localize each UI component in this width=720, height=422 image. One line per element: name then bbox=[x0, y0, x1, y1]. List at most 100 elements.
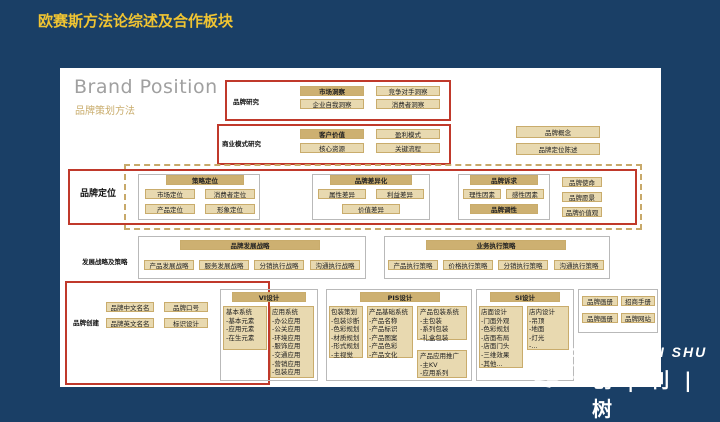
creation-slogan: 品牌口号 bbox=[164, 302, 208, 312]
vision: 品牌愿景 bbox=[562, 192, 602, 202]
si-col1-line: -门面外观 bbox=[481, 316, 510, 325]
si-col2-line: -... bbox=[529, 342, 538, 351]
si-col1-line: -其他... bbox=[481, 359, 503, 368]
brand-strategy-group bbox=[138, 236, 366, 279]
pis-col2-line: -产品文化 bbox=[369, 350, 398, 359]
differentiation-header: 品牌差异化 bbox=[330, 175, 412, 185]
diff-benefit: 利益差异 bbox=[376, 189, 424, 199]
dev-distribution: 分销执行战略 bbox=[254, 260, 304, 270]
logo-mark-icon bbox=[534, 360, 582, 388]
si-col1-line: -店面门头 bbox=[481, 342, 510, 351]
concept-item-1: 品牌概念 bbox=[516, 126, 600, 138]
vi-header: VI设计 bbox=[232, 292, 306, 302]
research-competitor: 竞争对手洞察 bbox=[376, 86, 440, 96]
research-self: 企业自我洞察 bbox=[300, 99, 364, 109]
exec-product: 产品执行策略 bbox=[388, 260, 438, 270]
pis-col2-line: -产品图案 bbox=[369, 333, 398, 342]
vi-col1-list: 基本系统 -基本元素 -应用元素 -在生元素 bbox=[226, 308, 254, 342]
extra-brochure-2: 品牌画册 bbox=[582, 313, 618, 323]
vi-col2-line: -交通应用 bbox=[272, 350, 301, 359]
pis-header: PIS设计 bbox=[360, 292, 440, 302]
pis-col1-line: -材质规划 bbox=[331, 333, 360, 342]
development-label: 发展战略及策略 bbox=[82, 258, 128, 266]
pis-col2-list: 产品基础系统 -产品名称 -产品标识 -产品图案 -产品色彩 -产品文化 bbox=[369, 308, 408, 360]
appeal-header: 品牌诉求 bbox=[470, 175, 538, 185]
bm-profit-model: 盈利模式 bbox=[376, 129, 440, 139]
positioning-label: 品牌定位 bbox=[80, 189, 117, 199]
pis-col1-line: 包装策划 bbox=[331, 308, 357, 316]
pis-col3-line: -礼盒包装 bbox=[420, 333, 449, 342]
vi-col2-line: -营销应用 bbox=[272, 359, 301, 368]
differentiation-group bbox=[312, 174, 430, 220]
si-col1-line: 店面设计 bbox=[481, 308, 507, 316]
pis-col4-list: 产品应用推广 -主KV -应用系列 bbox=[420, 352, 459, 378]
si-col1-line: -三维效果 bbox=[481, 350, 510, 359]
si-col1 bbox=[479, 306, 523, 368]
positioning-box bbox=[68, 169, 637, 225]
pis-col1-line: -色彩规划 bbox=[331, 325, 360, 334]
si-col1-line: -店面布局 bbox=[481, 333, 510, 342]
concept-item-2: 品牌定位陈述 bbox=[516, 143, 600, 155]
si-col2 bbox=[527, 306, 569, 350]
positioning-dashed-box bbox=[124, 164, 642, 230]
dev-product: 产品发展战略 bbox=[144, 260, 194, 270]
creation-en-name: 品牌英文名名 bbox=[106, 318, 154, 328]
research-market: 市场洞察 bbox=[300, 86, 364, 96]
bm-key-process: 关键流程 bbox=[376, 143, 440, 153]
si-col2-line: -吊顶 bbox=[529, 316, 545, 325]
pis-col2-line: 产品基础系统 bbox=[369, 308, 408, 316]
pis-col3 bbox=[417, 306, 467, 340]
si-col1-list: 店面设计 -门面外观 -色彩规划 -店面布局 -店面门头 -三维效果 -其他..… bbox=[481, 308, 509, 368]
business-model-label: 商业模式研究 bbox=[222, 140, 261, 148]
pis-col2-line: -产品名称 bbox=[369, 316, 398, 325]
pis-col1-line: -形式规划 bbox=[331, 342, 360, 351]
si-col2-list: 店内设计 -吊顶 -地面 -灯光 -... bbox=[529, 308, 555, 351]
vi-col2-line: -服饰应用 bbox=[272, 342, 301, 351]
pis-col2-line: -产品色彩 bbox=[369, 342, 398, 351]
vi-col2-line: 应用系统 bbox=[272, 308, 298, 316]
appeal-emotional: 感性因素 bbox=[506, 189, 544, 199]
research-box bbox=[225, 80, 451, 121]
vi-group bbox=[220, 289, 318, 381]
slide-title: 欧赛斯方法论综述及合作板块 bbox=[38, 12, 234, 30]
pis-col4-line: -主KV bbox=[420, 360, 438, 369]
bm-customer-value: 客户价值 bbox=[300, 129, 364, 139]
business-strategy-group bbox=[384, 236, 610, 279]
extra-brochure: 品牌画册 bbox=[582, 296, 618, 306]
dev-communication: 沟通执行战略 bbox=[310, 260, 360, 270]
pis-group bbox=[326, 289, 472, 381]
pis-col3-line: -系列包装 bbox=[420, 325, 449, 334]
strategy-image: 形象定位 bbox=[205, 204, 255, 214]
vi-col2-line: -办公应用 bbox=[272, 316, 301, 325]
si-header: SI设计 bbox=[490, 292, 560, 302]
creation-logo-design: 标识设计 bbox=[164, 318, 208, 328]
diff-value: 价值差异 bbox=[342, 204, 400, 214]
bm-core-resource: 核心资源 bbox=[300, 143, 364, 153]
chuanglishu-logo: CHUANG LI SHU 创 | 利 | 树 bbox=[526, 340, 716, 421]
business-strategy-header: 业务执行策略 bbox=[426, 240, 566, 250]
vi-col2-line: -环境应用 bbox=[272, 333, 301, 342]
pis-col3-line: -主包装 bbox=[420, 316, 442, 325]
diagram-canvas: Brand Position 品牌策划方法 品牌研究 市场洞察 竞争对手洞察 企… bbox=[60, 68, 661, 387]
pis-col1-list: 包装策划 -包装诊断 -色彩规划 -材质规划 -形式规划 -主视觉 bbox=[331, 308, 359, 360]
pis-col1-line: -主视觉 bbox=[331, 350, 353, 359]
vi-col2-line: -包装应用 bbox=[272, 368, 301, 377]
creation-box bbox=[65, 281, 270, 385]
si-col2-line: -灯光 bbox=[529, 333, 545, 342]
strategy-consumer: 消费者定位 bbox=[205, 189, 255, 199]
pis-col2-line: -产品标识 bbox=[369, 325, 398, 334]
vi-col1-line: 基本系统 bbox=[226, 308, 252, 316]
si-col1-line: -色彩规划 bbox=[481, 325, 510, 334]
si-group bbox=[476, 289, 574, 381]
logo-text-en: CHUANG LI SHU bbox=[570, 344, 708, 360]
pis-col1-line: -包装诊断 bbox=[331, 316, 360, 325]
vi-col1-line: -在生元素 bbox=[226, 333, 255, 342]
strategy-header: 策略定位 bbox=[166, 175, 244, 185]
creation-label: 品牌创建 bbox=[73, 319, 99, 327]
vi-col2-list: 应用系统 -办公应用 -公关应用 -环境应用 -服饰应用 -交通应用 -营销应用… bbox=[272, 308, 300, 377]
mission: 品牌使命 bbox=[562, 177, 602, 187]
exec-communication: 沟通执行策略 bbox=[554, 260, 604, 270]
vi-col2-line: -公关应用 bbox=[272, 325, 301, 334]
si-col2-line: -地面 bbox=[529, 325, 545, 334]
vi-col1 bbox=[223, 306, 267, 350]
